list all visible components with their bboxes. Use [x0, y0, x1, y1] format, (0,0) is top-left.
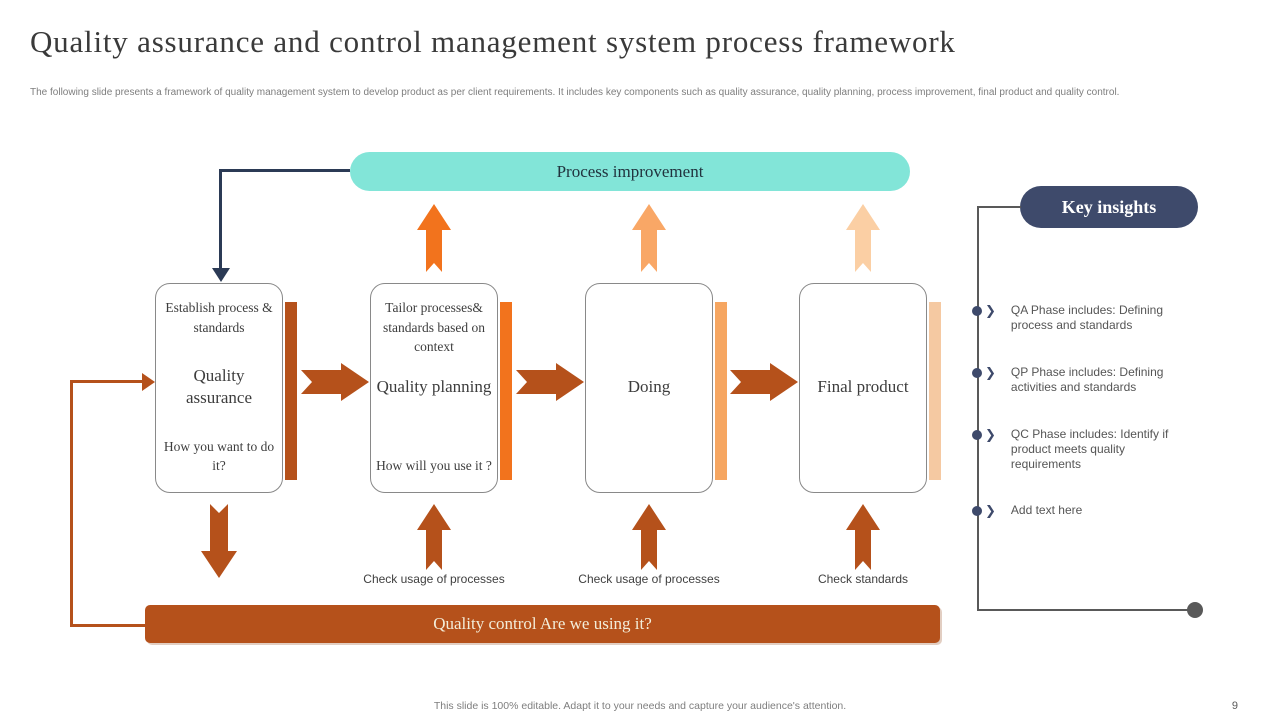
- process-improvement-pill: Process improvement: [350, 152, 910, 191]
- insight-item: ❯ Add text here: [972, 503, 1207, 518]
- page-title: Quality assurance and control management…: [30, 24, 956, 59]
- up-arrow-icon: [846, 504, 880, 570]
- down-arrow-icon: [201, 504, 237, 578]
- up-arrow-shape: [846, 204, 880, 272]
- insight-item: ❯ QP Phase includes: Defining activities…: [972, 365, 1207, 395]
- down-arrow-shape: [201, 504, 237, 578]
- insight-text: QA Phase includes: Defining process and …: [1010, 303, 1163, 333]
- stage-accent-bar: [715, 302, 727, 480]
- stage-bottom-text: [805, 398, 921, 476]
- insight-text: QP Phase includes: Defining activities a…: [1010, 365, 1164, 395]
- check-label: Check usage of processes: [578, 572, 720, 586]
- slide-footer: This slide is 100% editable. Adapt it to…: [433, 700, 847, 712]
- quality-control-label: Quality control Are we using it?: [433, 614, 652, 633]
- up-arrow-shape: [632, 204, 666, 272]
- control-loop-line-vertical: [70, 380, 73, 626]
- bullet-chevron-icon: ❯: [985, 303, 996, 318]
- stage-accent-bar: [929, 302, 941, 480]
- stage-title: Final product: [817, 376, 909, 396]
- control-loop-arrowhead-right-icon: [142, 373, 155, 391]
- bullet-dot-icon: [972, 506, 982, 516]
- stage-box-doing: Doing: [585, 283, 713, 493]
- slide-subtitle: The following slide presents a framework…: [30, 87, 1120, 98]
- stage-title: Quality planning: [376, 376, 492, 396]
- check-label: Check usage of processes: [363, 572, 505, 586]
- quality-control-bar: Quality control Are we using it?: [145, 605, 940, 643]
- chevron-right-arrow-shape: [730, 363, 798, 401]
- insight-item: ❯ QA Phase includes: Defining process an…: [972, 303, 1207, 333]
- stage-title: Quality assurance: [185, 365, 253, 407]
- stage-box-final-product: Final product: [799, 283, 927, 493]
- insights-connector-endpoint-dot: [1187, 602, 1203, 618]
- insights-connector-top: [977, 206, 1021, 208]
- feedback-line-horizontal: [219, 169, 350, 172]
- insight-item: ❯ QC Phase includes: Identify if product…: [972, 427, 1207, 473]
- control-loop-line-top: [70, 380, 143, 383]
- up-arrow-shape: [846, 504, 880, 570]
- stage-title: Doing: [627, 376, 671, 396]
- insight-text: Add text here: [1010, 503, 1083, 517]
- stage-box-quality-assurance: Establish process & standards Quality as…: [155, 283, 283, 493]
- chevron-right-arrow-icon: [730, 363, 798, 401]
- key-insights-title: Key insights: [1061, 196, 1157, 217]
- up-arrow-icon: [632, 504, 666, 570]
- stage-accent-bar: [500, 302, 512, 480]
- up-arrow-icon: [417, 504, 451, 570]
- chevron-right-arrow-shape: [301, 363, 369, 401]
- stage-bottom-text: How will you use it ?: [376, 458, 492, 474]
- chevron-right-arrow-icon: [301, 363, 369, 401]
- process-improvement-label: Process improvement: [556, 161, 704, 181]
- insights-connector-bottom: [977, 609, 1189, 611]
- up-arrow-shape: [417, 204, 451, 272]
- bullet-chevron-icon: ❯: [985, 503, 996, 518]
- insight-text: QC Phase includes: Identify if product m…: [1010, 427, 1169, 472]
- check-label: Check standards: [817, 572, 909, 586]
- bullet-chevron-icon: ❯: [985, 365, 996, 380]
- bullet-dot-icon: [972, 430, 982, 440]
- key-insights-pill: Key insights: [1020, 186, 1198, 228]
- bullet-dot-icon: [972, 306, 982, 316]
- feedback-line-vertical: [219, 169, 222, 270]
- control-loop-line-bottom: [70, 624, 147, 627]
- stage-accent-bar: [285, 302, 297, 480]
- up-arrow-shape: [632, 504, 666, 570]
- page-number: 9: [1231, 700, 1238, 712]
- feedback-arrowhead-down-icon: [212, 268, 230, 282]
- bullet-chevron-icon: ❯: [985, 427, 996, 442]
- up-arrow-icon: [417, 204, 451, 272]
- chevron-right-arrow-shape: [516, 363, 584, 401]
- stage-bottom-text: How you want to do it?: [163, 438, 275, 474]
- up-arrow-shape: [417, 504, 451, 570]
- stage-box-quality-planning: Tailor processes& standards based on con…: [370, 283, 498, 493]
- chevron-right-arrow-icon: [516, 363, 584, 401]
- stage-top-text: [805, 298, 921, 376]
- bullet-dot-icon: [972, 368, 982, 378]
- stage-top-text: Tailor processes& standards based on con…: [383, 300, 485, 355]
- up-arrow-icon: [632, 204, 666, 272]
- stage-top-text: [591, 298, 707, 376]
- stage-top-text: Establish process & standards: [165, 300, 273, 335]
- insights-connector-vertical: [977, 206, 979, 610]
- up-arrow-icon: [846, 204, 880, 272]
- stage-bottom-text: [591, 398, 707, 476]
